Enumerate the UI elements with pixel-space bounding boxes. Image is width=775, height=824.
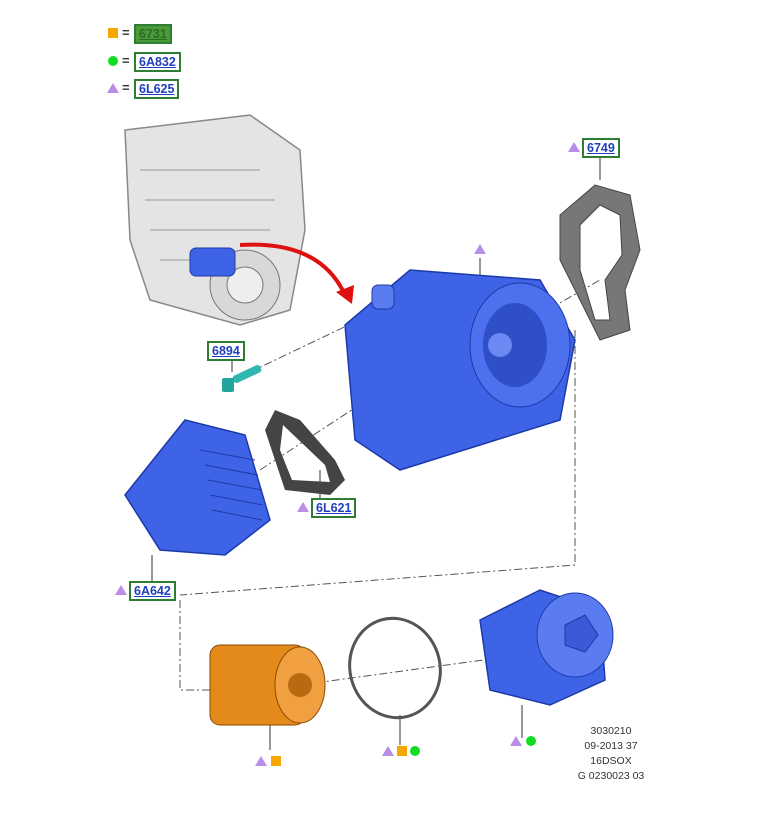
- triangle-icon: [382, 746, 394, 756]
- gasket-6749: [559, 184, 641, 341]
- triangle-icon: [107, 83, 119, 93]
- oil-filter-housing: [344, 269, 576, 471]
- triangle-icon: [568, 142, 580, 152]
- engine-illustration: [124, 114, 306, 326]
- circle-icon: [108, 56, 118, 66]
- drawing-code-line: 09-2013 37: [584, 740, 638, 752]
- legend-part-6A832[interactable]: 6A832: [134, 52, 181, 72]
- triangle-icon: [115, 585, 127, 595]
- triangle-icon: [474, 244, 486, 254]
- oil-cooler-6A642: [124, 419, 271, 556]
- callout-6749[interactable]: 6749: [582, 138, 620, 158]
- legend-part-6731[interactable]: 6731: [134, 24, 172, 44]
- drawing-code-line: 16DSOX: [590, 755, 632, 767]
- o-ring: [348, 616, 442, 720]
- bolt-6894: [222, 365, 262, 392]
- triangle-icon: [255, 756, 267, 766]
- triangle-icon: [510, 736, 522, 746]
- triangle-icon: [297, 502, 309, 512]
- filter-cap: [479, 589, 614, 706]
- circle-icon: [410, 746, 420, 756]
- red-arrow: [239, 242, 347, 296]
- oil-filter-6731: [209, 644, 326, 726]
- drawing-code-line: G 0230023 03: [577, 770, 645, 782]
- square-icon: [271, 756, 281, 766]
- square-icon: [397, 746, 407, 756]
- callout-6A642[interactable]: 6A642: [129, 581, 176, 601]
- callout-6L621[interactable]: 6L621: [311, 498, 357, 518]
- callout-6894[interactable]: 6894: [207, 341, 245, 361]
- circle-icon: [526, 736, 536, 746]
- gasket-6L621: [265, 410, 345, 495]
- legend-part-6L625[interactable]: 6L625: [134, 79, 180, 99]
- square-icon: [108, 28, 118, 38]
- drawing-code-line: 3030210: [590, 725, 632, 737]
